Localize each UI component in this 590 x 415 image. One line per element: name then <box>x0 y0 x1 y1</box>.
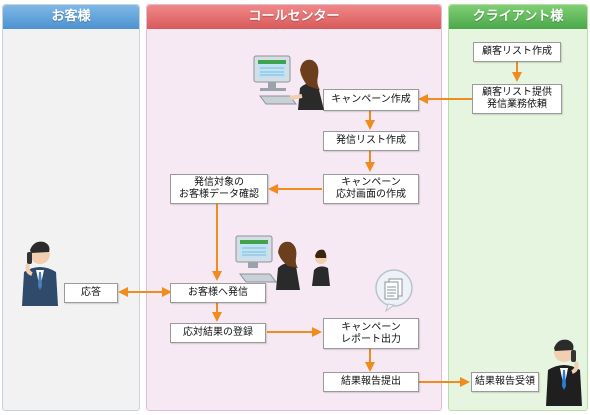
node-result-register: 応対結果の登録 <box>170 323 266 343</box>
node-call-customer: お客様へ発信 <box>170 283 266 303</box>
lane-callcenter-header: コールセンター <box>147 5 441 29</box>
node-respond: 応答 <box>64 283 118 303</box>
node-campaign-create: キャンペーン作成 <box>323 89 419 111</box>
client-phone-icon <box>546 339 582 406</box>
node-result-receive: 結果報告受領 <box>471 372 539 392</box>
node-result-submit: 結果報告提出 <box>323 372 419 392</box>
report-document-icon <box>375 269 413 312</box>
node-client-list-create: 顧客リスト作成 <box>473 42 561 62</box>
operators-group-icon <box>235 235 330 290</box>
operator-woman-icon <box>253 55 324 110</box>
node-target-check: 発信対象の お客様データ確認 <box>170 174 268 204</box>
node-client-list-provide: 顧客リスト提供 発信業務依頼 <box>472 84 562 114</box>
lane-customer-header: お客様 <box>3 5 139 29</box>
lane-customer: お客様 <box>2 4 140 411</box>
lane-client-header: クライアント様 <box>449 5 587 29</box>
node-campaign-screen: キャンペーン 応対画面の作成 <box>323 174 419 204</box>
customer-phone-icon <box>22 241 58 306</box>
node-call-list-create: 発信リスト作成 <box>323 131 419 151</box>
node-campaign-report: キャンペーン レポート出力 <box>323 318 419 349</box>
